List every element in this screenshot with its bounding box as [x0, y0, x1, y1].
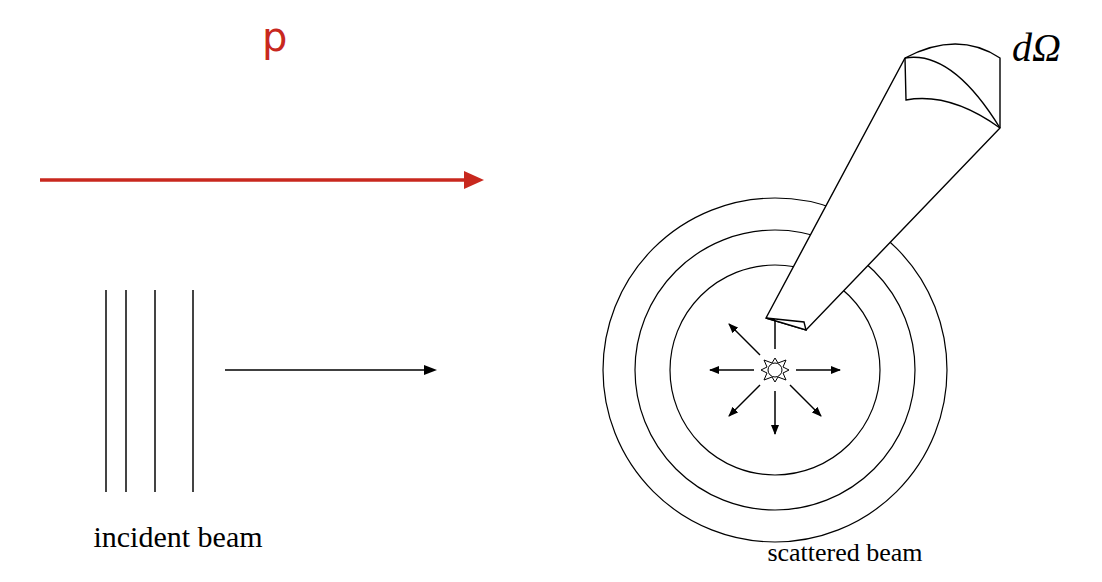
- solid-angle-label: dΩ: [1012, 24, 1061, 71]
- radial-arrows: [710, 306, 840, 434]
- scattered-beam-label: scattered beam: [767, 538, 922, 568]
- solid-angle-cone: [766, 44, 1000, 330]
- momentum-arrow: [40, 171, 484, 189]
- wavefronts: [106, 290, 193, 492]
- spherical-waves: [603, 198, 947, 542]
- momentum-label: p: [262, 14, 287, 60]
- incident-beam-label: incident beam: [93, 520, 262, 554]
- incident-arrow: [225, 365, 437, 375]
- scatterer: [761, 358, 789, 382]
